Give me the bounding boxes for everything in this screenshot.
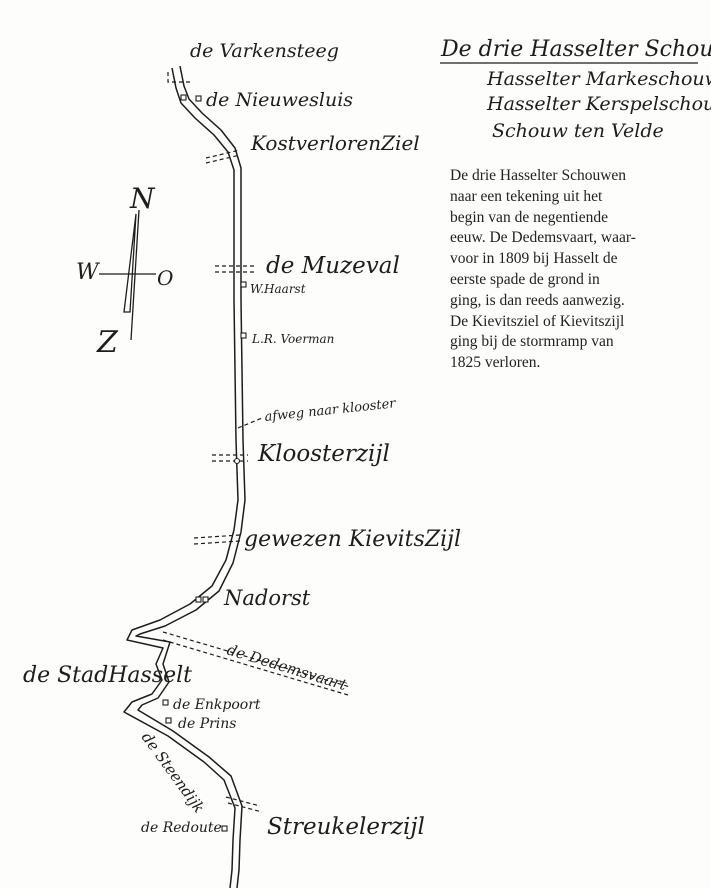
compass-east: O	[157, 266, 173, 290]
caption-line: 1825 verloren.	[450, 354, 541, 372]
main-dike-road	[123, 65, 246, 888]
compass-south: Z	[96, 325, 119, 360]
map-title: De drie Hasselter Schouwen:	[440, 37, 711, 62]
compass-west: W	[76, 260, 101, 285]
label-redoute: de Redoute	[141, 820, 222, 836]
compass-ns-line	[130, 209, 140, 341]
compass-needle	[123, 213, 137, 313]
label-varkensteeg: de Varkensteeg	[190, 40, 339, 62]
schouw-1: Hasselter Markeschouw	[486, 68, 711, 90]
caption-line: voor in 1809 bij Hasselt de	[450, 250, 618, 268]
label-voerman: L.R. Voerman	[251, 332, 334, 346]
caption-text: De drie Hasselter Schouwen naar een teke…	[450, 166, 700, 374]
label-prins: de Prins	[178, 716, 237, 732]
label-nadorst: Nadorst	[223, 586, 311, 610]
schouw-2: Hasselter Kerspelschouw	[486, 93, 711, 115]
compass-rose	[99, 209, 156, 341]
label-kostverlorenziel: KostverlorenZiel	[250, 131, 420, 155]
caption-line: ging, is dan reeds aanwezig.	[450, 291, 625, 309]
label-afweg: afweg naar klooster	[264, 396, 397, 425]
caption-line: eerste spade de grond in	[450, 270, 600, 288]
label-nieuwesluis: de Nieuwesluis	[206, 89, 353, 111]
label-haarst: W.Haarst	[250, 282, 306, 296]
label-enkpoort: de Enkpoort	[173, 697, 261, 713]
caption-line: De drie Hasselter Schouwen	[450, 167, 627, 184]
building-markers	[162, 94, 247, 832]
caption-line: eeuw. De Dedemsvaart, waar-	[450, 229, 636, 247]
label-streukelerzijl: Streukelerzijl	[267, 814, 425, 840]
label-muzeval: de Muzeval	[266, 253, 400, 279]
label-kloosterzijl: Kloosterzijl	[257, 441, 390, 467]
caption-line: De Kievitsziel of Kievitszijl	[450, 312, 625, 330]
label-dedemsvaart: de Dedemsvaart	[225, 641, 350, 695]
compass-north: N	[129, 182, 156, 215]
caption-line: begin van de negentiende	[450, 208, 608, 226]
schouw-3: Schouw ten Velde	[492, 120, 664, 142]
label-steendijk: de Steendijk	[138, 729, 208, 817]
label-stadhasselt: de StadHasselt	[23, 663, 192, 688]
label-kievitszijl: gewezen KievitsZijl	[244, 527, 461, 552]
caption-line: ging bij de stormramp van	[450, 333, 614, 351]
caption-line: naar een tekening uit het	[450, 187, 603, 205]
dashed-side-roads	[162, 72, 351, 813]
